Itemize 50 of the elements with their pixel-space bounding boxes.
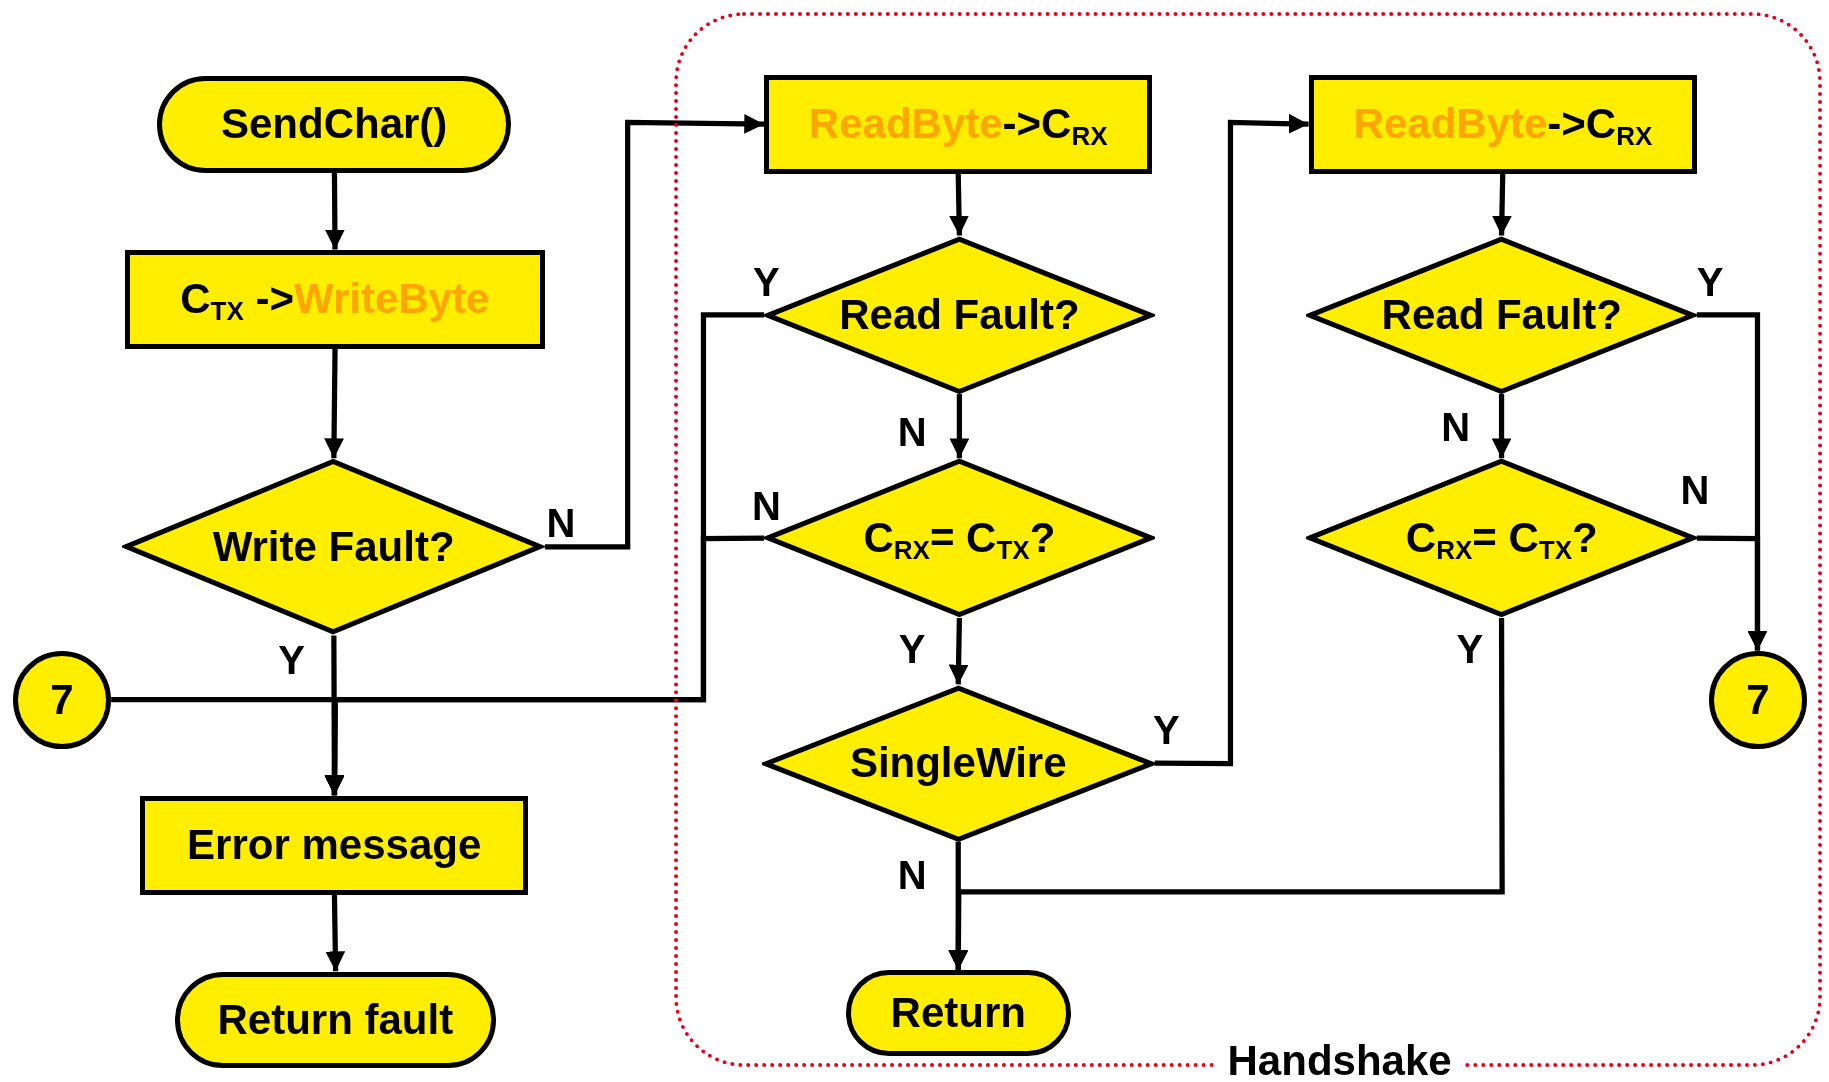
process-box [1308,74,1698,174]
arrow [1154,113,1309,767]
edge-label: Y [1696,262,1724,303]
node-label: ReadByte [808,103,1003,146]
process-box [764,74,1153,174]
node-label: WriteByte [294,278,490,321]
arrow [949,394,970,459]
arrow [544,114,765,550]
arrow [1696,535,1768,651]
arrow [324,535,765,796]
node-label: Write Fault? [212,526,455,569]
node-label: C$_{RX}$= C$_{TX}$? [863,517,1056,560]
arrow [325,894,346,972]
decision-diamond [1306,235,1698,395]
arrow [1492,173,1512,236]
arrow [948,617,969,685]
node-label: C$_{TX}$ -> [180,278,294,321]
node-label: SingleWire [849,742,1067,785]
arrow [324,348,344,459]
edge-label: N [546,502,576,543]
edge-label: Y [898,628,926,669]
node-label: SendChar() [221,103,448,146]
decision-diamond [761,684,1155,843]
arrow [948,617,1505,971]
node-label: ->C$_{RX}$ [1002,103,1108,146]
edge-label: N [897,411,927,452]
node-label: ->C$_{RX}$ [1547,103,1653,146]
edge-label: Y [1456,628,1484,669]
node-label: Read Fault? [839,293,1080,336]
arrow [324,172,345,250]
node-label: 7 [1746,678,1770,721]
node-label: C$_{RX}$= C$_{TX}$? [1405,517,1598,560]
node-label: Return fault [217,999,454,1042]
arrow [949,173,969,236]
node-label: 7 [50,678,74,721]
node-label: Return [890,992,1026,1035]
decision-diamond [122,458,545,636]
edge-label: Y [753,262,780,303]
edge-label: N [897,854,927,895]
edge-label: Y [278,640,305,681]
edge-label: Y [1153,710,1180,751]
process-box [124,249,545,349]
edge-label: N [1680,469,1710,510]
edge-label: N [751,486,781,527]
process-box [139,795,529,895]
node-label: Read Fault? [1381,293,1622,336]
edge-label: N [1441,406,1471,447]
arrow [1491,394,1512,459]
node-label: Error message [187,824,482,867]
node-label: ReadByte [1353,103,1548,146]
